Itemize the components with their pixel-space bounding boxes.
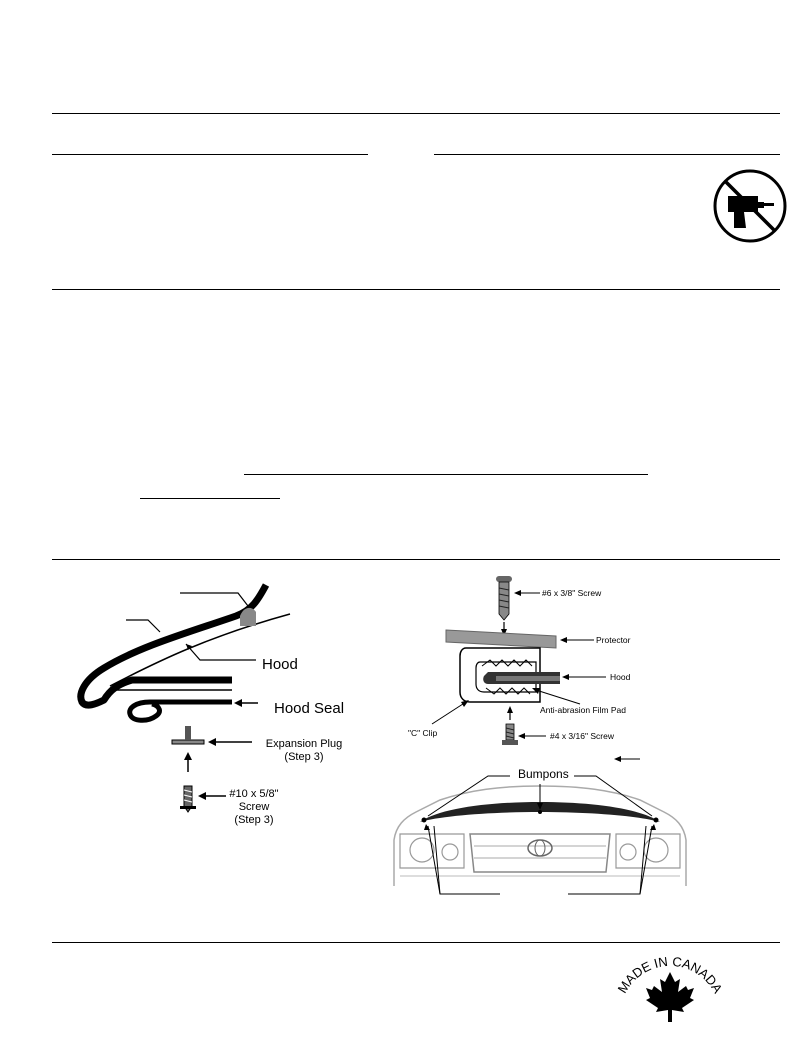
expansion-plug-step: (Step 3) bbox=[284, 751, 324, 763]
clip-hood-label: Hood bbox=[610, 672, 631, 682]
underline-2 bbox=[140, 498, 280, 499]
c-clip-label: "C" Clip bbox=[408, 728, 438, 738]
section-rule-1 bbox=[52, 289, 780, 290]
hood-seal-label: Hood Seal bbox=[274, 700, 345, 717]
hood-label: Hood bbox=[262, 656, 298, 673]
maple-leaf-icon bbox=[646, 972, 694, 1022]
section-rule-2 bbox=[52, 559, 780, 560]
screw-word: Screw bbox=[238, 801, 270, 813]
underline-1 bbox=[244, 474, 648, 475]
expansion-plug-name: Expansion Plug bbox=[265, 738, 343, 750]
screw-label: #10 x 5/8" Screw (Step 3) bbox=[222, 788, 286, 827]
film-pad-label: Anti-abrasion Film Pad bbox=[540, 705, 626, 715]
screw-size: #10 x 5/8" bbox=[229, 788, 279, 800]
section-rule-3 bbox=[52, 942, 780, 943]
protector-label: Protector bbox=[596, 635, 631, 645]
signature-line-left bbox=[52, 154, 368, 155]
top-rule bbox=[52, 113, 780, 114]
expansion-plug-label: Expansion Plug (Step 3) bbox=[256, 738, 352, 764]
bumpons-label: Bumpons bbox=[518, 767, 569, 781]
bottom-screw-label: #4 x 3/16" Screw bbox=[550, 731, 614, 741]
signature-line-right bbox=[434, 154, 780, 155]
top-screw-label: #6 x 3/8" Screw bbox=[542, 588, 602, 598]
screw-step: (Step 3) bbox=[234, 814, 274, 826]
